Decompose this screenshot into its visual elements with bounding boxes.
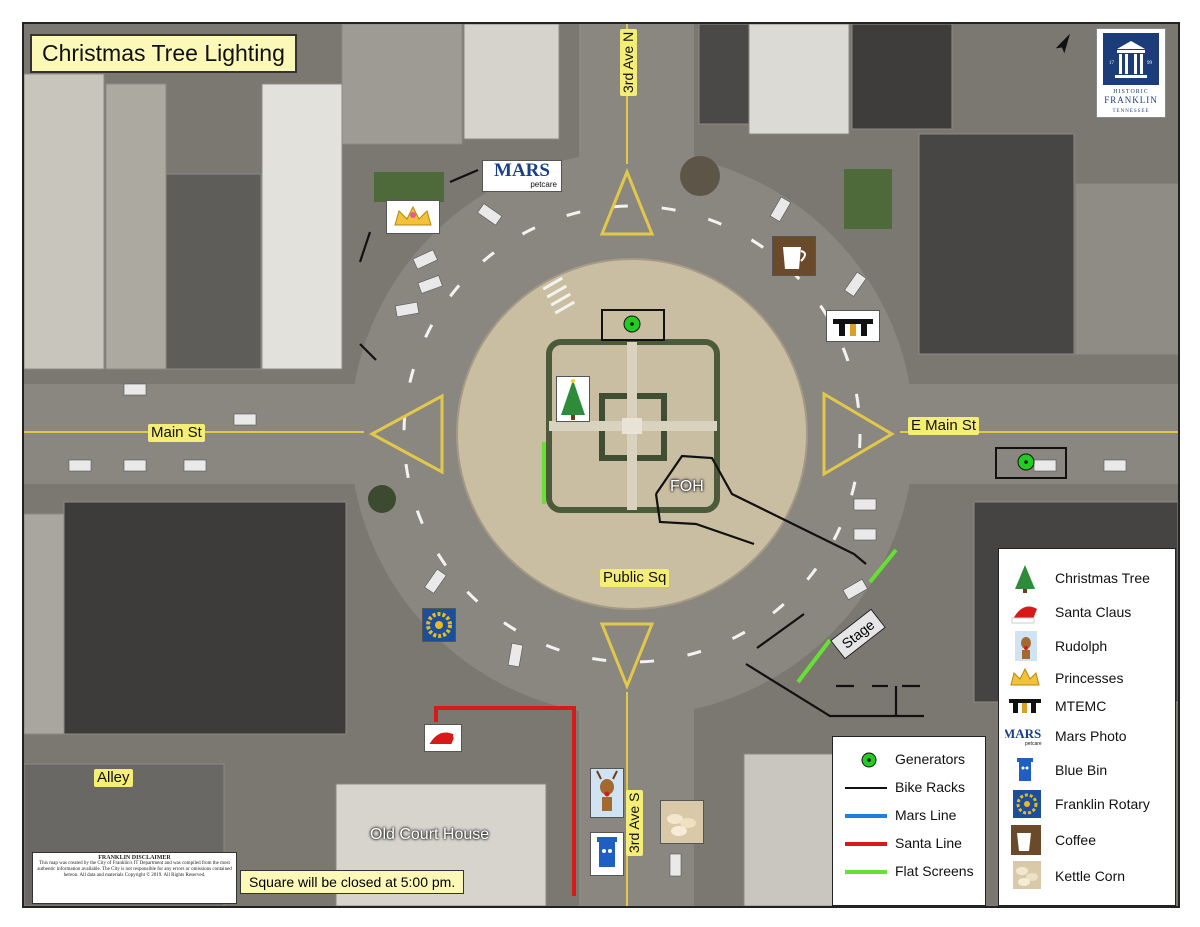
- legend-row-princesses: Princesses: [999, 663, 1175, 693]
- street-label-main-st: Main St: [148, 424, 205, 442]
- old-court-house-label: Old Court House: [370, 826, 490, 843]
- disclaimer-body: This map was created by the City of Fran…: [37, 861, 232, 878]
- christmas-tree-icon: [1005, 563, 1045, 593]
- kettle-corn-icon: [1005, 861, 1045, 891]
- bike-racks: [358, 168, 924, 718]
- street-label-3rd-ave-n: 3rd Ave N: [620, 28, 637, 96]
- reindeer-icon: [1005, 631, 1045, 661]
- generator-box-east: [995, 447, 1067, 479]
- kettle-corn-icon: [660, 800, 704, 844]
- legend-row-generators: Generators: [833, 747, 985, 773]
- street-label-e-main-st: E Main St: [908, 417, 980, 435]
- legend-row-franklin-rotary: Franklin Rotary: [999, 789, 1175, 819]
- legend-row-flat-screens: Flat Screens: [845, 863, 974, 879]
- map-title: Christmas Tree Lighting: [30, 34, 297, 73]
- rotary-wheel-icon: [1005, 789, 1045, 819]
- tiara-icon: [386, 200, 440, 234]
- foh-label: FOH: [670, 478, 704, 495]
- legend-row-santa-line: Santa Line: [845, 835, 962, 851]
- flat-screens: [542, 442, 898, 684]
- svg-text:FRANKLIN: FRANKLIN: [1104, 95, 1158, 105]
- mtemc-icon: [826, 310, 880, 342]
- legend-row-mars-line: Mars Line: [845, 807, 957, 823]
- svg-text:HISTORIC: HISTORIC: [1113, 89, 1149, 95]
- legend-lines: Generators Bike Racks Mars Line Santa Li…: [832, 736, 986, 906]
- legend-row-coffee: Coffee: [999, 825, 1175, 855]
- coffee-cup-icon: [1005, 825, 1045, 855]
- legend-row-rudolph: Rudolph: [999, 631, 1175, 661]
- svg-text:99: 99: [1147, 61, 1153, 66]
- street-label-alley: Alley: [94, 769, 133, 787]
- legend-row-kettle-corn: Kettle Corn: [999, 861, 1175, 891]
- legend-row-santa-claus: Santa Claus: [999, 597, 1175, 627]
- parked-cars: [68, 196, 1127, 877]
- disclaimer-box: FRANKLIN DISCLAIMER This map was created…: [32, 852, 237, 904]
- svg-text:petcare: petcare: [1025, 741, 1042, 747]
- svg-text:MARS: MARS: [1005, 726, 1041, 741]
- svg-text:17: 17: [1109, 61, 1115, 66]
- legend-icons: Christmas Tree Santa Claus Rudolph Princ…: [998, 548, 1176, 906]
- mtemc-icon: [1005, 691, 1045, 721]
- closure-notice: Square will be closed at 5:00 pm.: [240, 870, 465, 894]
- santa-line: [434, 706, 576, 896]
- coffee-cup-icon: [772, 236, 816, 276]
- street-label-public-sq: Public Sq: [600, 569, 670, 587]
- legend-row-bike-racks: Bike Racks: [845, 779, 966, 795]
- legend-row-mtemc: MTEMC: [999, 691, 1175, 721]
- reindeer-icon: [590, 768, 624, 818]
- map-frame: Christmas Tree Lighting 17 99 HISTORIC F…: [22, 22, 1180, 908]
- legend-row-christmas-tree: Christmas Tree: [999, 563, 1175, 593]
- svg-text:TENNESSEE: TENNESSEE: [1112, 109, 1149, 114]
- christmas-tree-icon: [556, 376, 590, 422]
- blue-bin-icon: [590, 832, 624, 876]
- rotary-wheel-icon: [422, 608, 456, 642]
- blue-bin-icon: [1005, 755, 1045, 785]
- generator-box-north: [601, 309, 665, 341]
- historic-franklin-logo: 17 99 HISTORIC FRANKLIN TENNESSEE: [1096, 28, 1166, 118]
- mars-logo-icon: MARS petcare: [482, 160, 562, 192]
- disclaimer-heading: FRANKLIN DISCLAIMER: [98, 855, 171, 861]
- legend-row-blue-bin: Blue Bin: [999, 755, 1175, 785]
- buildings: [24, 24, 1178, 906]
- street-label-3rd-ave-s: 3rd Ave S: [626, 789, 643, 856]
- splitter-islands: [368, 167, 895, 691]
- aerial-map: [24, 24, 1178, 906]
- santa-hat-icon: [424, 724, 462, 752]
- santa-hat-icon: [1005, 597, 1045, 627]
- north-arrow-icon: [1055, 33, 1070, 54]
- tiara-icon: [1005, 663, 1045, 693]
